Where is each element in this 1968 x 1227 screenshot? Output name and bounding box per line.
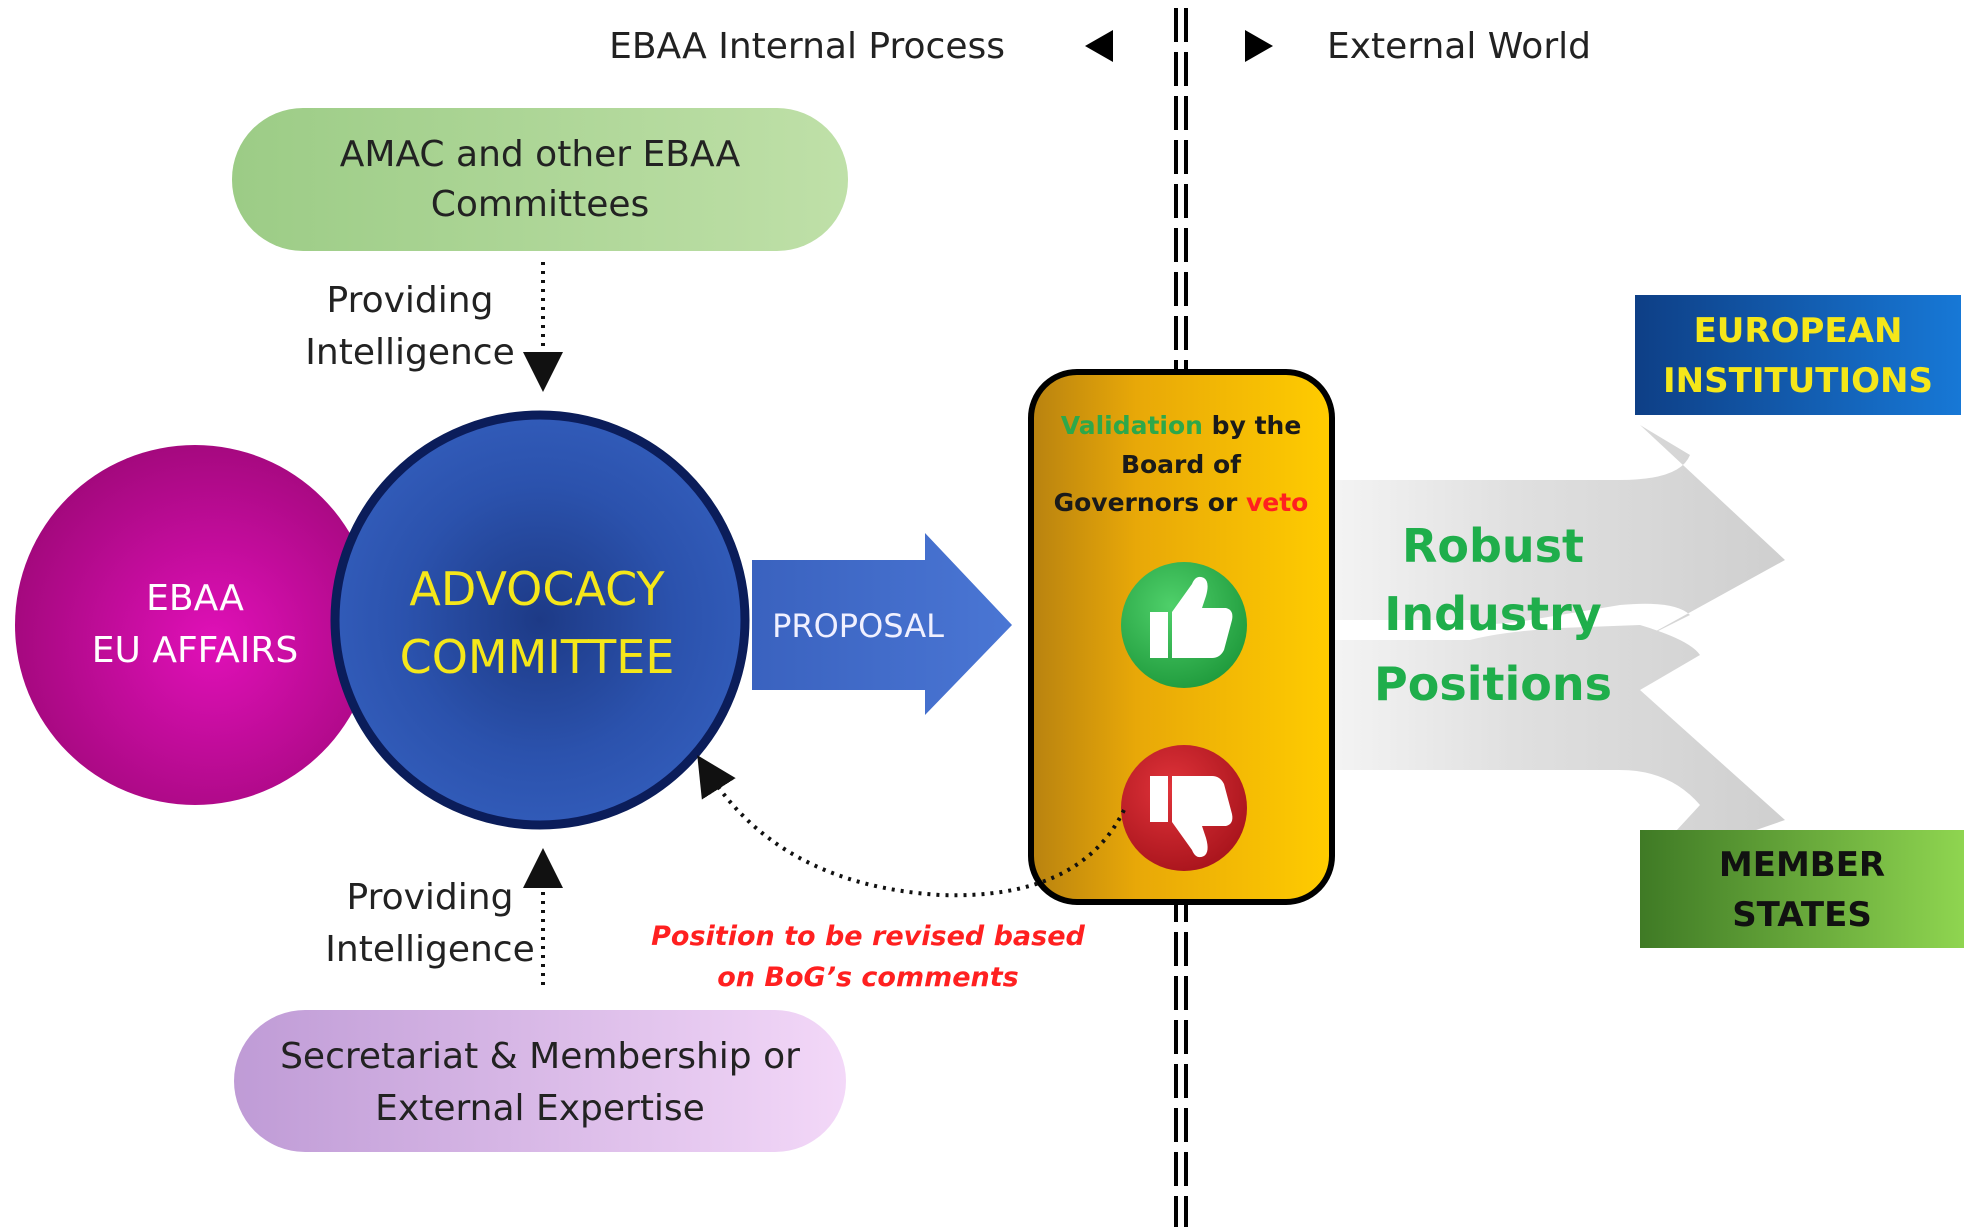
robust-line-3: Positions: [1374, 657, 1612, 711]
validation-line-3: Governors or veto: [1054, 488, 1309, 517]
european-institutions-box: [1635, 295, 1961, 415]
secretariat-line-1: Secretariat & Membership or: [280, 1036, 800, 1077]
providing-bottom-line-1: Providing: [347, 877, 514, 918]
by-the-word: by the: [1203, 411, 1301, 440]
amac-line-2: Committees: [431, 184, 650, 225]
advocacy-line-1: ADVOCACY: [409, 562, 665, 616]
validation-line-2: Board of: [1121, 450, 1242, 479]
thumbs-up-icon: [1121, 562, 1247, 688]
eu-affairs-line-1: EBAA: [146, 578, 244, 619]
amac-line-1: AMAC and other EBAA: [340, 134, 741, 175]
amac-committees-box: [232, 108, 848, 251]
validation-word: Validation: [1061, 411, 1203, 440]
member-line-2: STATES: [1732, 895, 1872, 935]
providing-top-line-1: Providing: [327, 280, 494, 321]
internal-process-label: EBAA Internal Process: [609, 26, 1005, 67]
european-line-2: INSTITUTIONS: [1663, 361, 1933, 401]
proposal-arrow: [752, 533, 1012, 715]
member-states-box: [1640, 830, 1964, 948]
advocacy-committee-circle: [330, 410, 750, 830]
robust-line-2: Industry: [1384, 587, 1602, 641]
secretariat-box: [234, 1010, 846, 1152]
secretariat-line-2: External Expertise: [375, 1088, 705, 1129]
providing-bottom-line-2: Intelligence: [325, 929, 534, 970]
providing-top-line-2: Intelligence: [305, 332, 514, 373]
european-line-1: EUROPEAN: [1694, 311, 1903, 351]
eu-affairs-circle: [15, 445, 375, 805]
robust-line-1: Robust: [1402, 519, 1584, 573]
proposal-label: PROPOSAL: [772, 607, 944, 645]
eu-affairs-line-2: EU AFFAIRS: [92, 630, 298, 671]
robust-positions-arrows: [1330, 425, 1785, 870]
member-line-1: MEMBER: [1719, 845, 1885, 885]
validation-line-1: Validation by the: [1061, 411, 1302, 440]
arrow-left-icon: [1085, 30, 1113, 62]
thumbs-down-icon: [1121, 745, 1247, 871]
arrow-right-icon: [1245, 30, 1273, 62]
veto-word: veto: [1246, 488, 1308, 517]
revise-note-line-2: on BoG’s comments: [717, 962, 1019, 993]
governors-word: Governors or: [1054, 488, 1246, 517]
advocacy-line-2: COMMITTEE: [400, 630, 675, 684]
revise-note-line-1: Position to be revised based: [651, 921, 1085, 952]
external-world-label: External World: [1327, 26, 1591, 67]
